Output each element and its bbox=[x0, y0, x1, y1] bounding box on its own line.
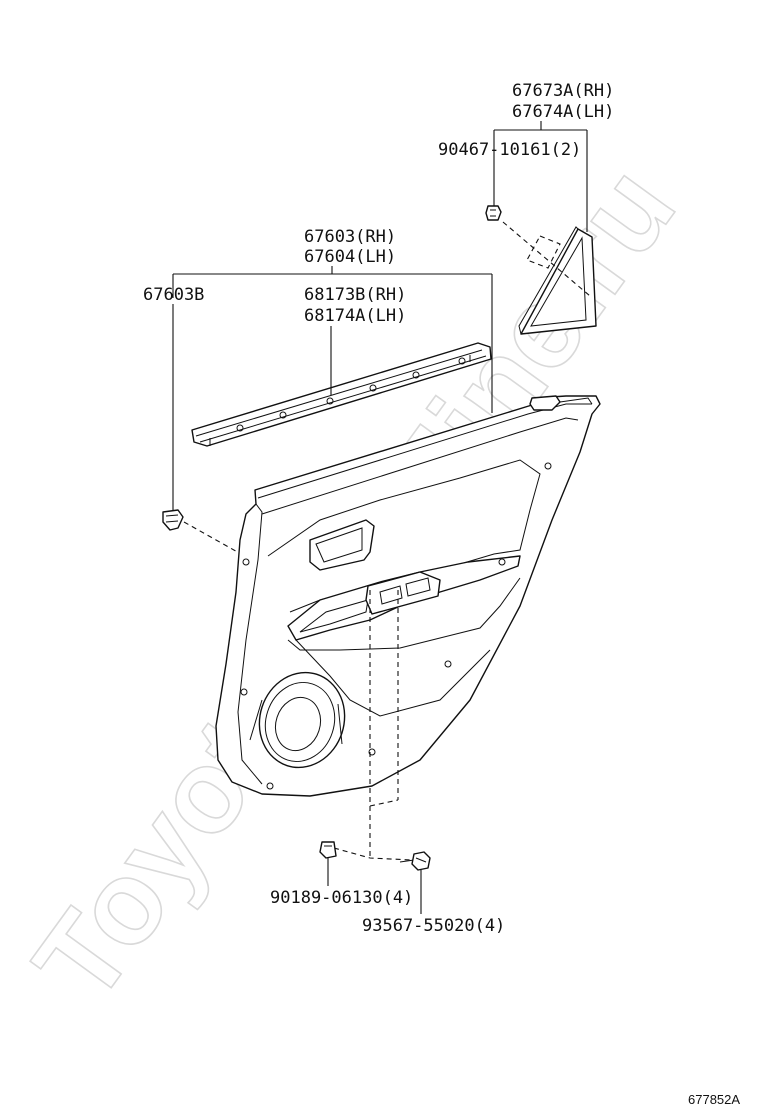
corner-cover-lh-label: 67674A(LH) bbox=[512, 102, 614, 122]
corner-cover-rh-label: 67673A(RH) bbox=[512, 81, 614, 101]
trim-board-lh-label: 67604(LH) bbox=[304, 247, 396, 267]
trim-board-rh-label: 67603(RH) bbox=[304, 227, 396, 247]
corner-cover-install-line bbox=[502, 221, 591, 297]
trim-board-leader bbox=[173, 266, 493, 413]
clip-nut-install-line bbox=[333, 847, 413, 861]
figure-id-label: 677852A bbox=[688, 1092, 740, 1107]
clip-nut-label: 90189-06130(4) bbox=[270, 888, 413, 908]
weatherstrip-part[interactable] bbox=[191, 342, 492, 447]
trim-clip-label: 67603B bbox=[143, 285, 204, 305]
clip-nut-part[interactable] bbox=[319, 841, 337, 859]
trim-clip-install-line bbox=[183, 521, 242, 555]
trim-clip-part[interactable] bbox=[162, 509, 184, 531]
corner-cover-leader bbox=[493, 121, 588, 232]
screw-label: 93567-55020(4) bbox=[362, 916, 505, 936]
corner-cover-part[interactable] bbox=[518, 226, 597, 335]
corner-cover-screw-part[interactable] bbox=[485, 205, 502, 221]
weatherstrip-lh-label: 68174A(LH) bbox=[304, 306, 406, 326]
screw-part[interactable] bbox=[399, 851, 431, 871]
corner-cover-install-box bbox=[526, 235, 561, 269]
fastener-install-line-bottom bbox=[369, 799, 399, 807]
corner-cover-screw-label: 90467-10161(2) bbox=[438, 140, 581, 160]
weatherstrip-rh-label: 68173B(RH) bbox=[304, 285, 406, 305]
door-trim-board-part[interactable] bbox=[215, 395, 601, 797]
